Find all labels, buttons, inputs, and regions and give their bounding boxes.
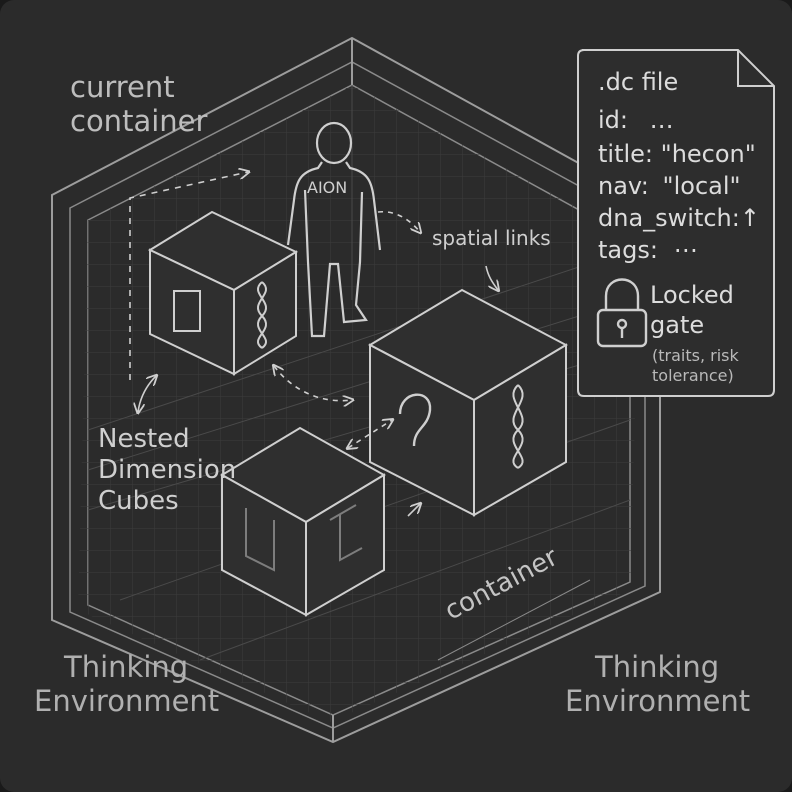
- file-card-outline: [577, 49, 775, 397]
- locked-gate-label: Locked gate: [650, 281, 734, 339]
- spatial-link-arrows: [129, 172, 498, 517]
- aion-label: AION: [307, 178, 348, 197]
- dc-file-card: .dc file id: … title: "hecon" nav: "loca…: [576, 48, 776, 398]
- thinking-environment-left: Thinking Environment: [34, 650, 220, 718]
- container-baseline: [437, 579, 591, 661]
- file-field-id: id: …: [598, 106, 674, 134]
- person-figure: [286, 121, 382, 338]
- lock-icon: [596, 278, 648, 348]
- cube-top-left: [147, 210, 299, 376]
- locked-gate-note: (traits, risk tolerance): [652, 346, 739, 385]
- current-container-label: current container: [70, 70, 208, 138]
- file-field-nav: nav: "local": [598, 172, 741, 200]
- file-title: .dc file: [598, 68, 679, 96]
- nested-cubes-label: Nested Dimension Cubes: [98, 424, 237, 516]
- thinking-environment-right: Thinking Environment: [565, 650, 751, 718]
- cube-bottom: [220, 426, 386, 617]
- file-field-dna-switch: dna_switch:↑: [598, 204, 760, 232]
- file-field-title: title: "hecon": [598, 140, 756, 168]
- file-field-tags: tags: ⋯: [598, 236, 698, 264]
- spatial-links-label: spatial links: [432, 226, 551, 250]
- cube-right: [367, 288, 569, 517]
